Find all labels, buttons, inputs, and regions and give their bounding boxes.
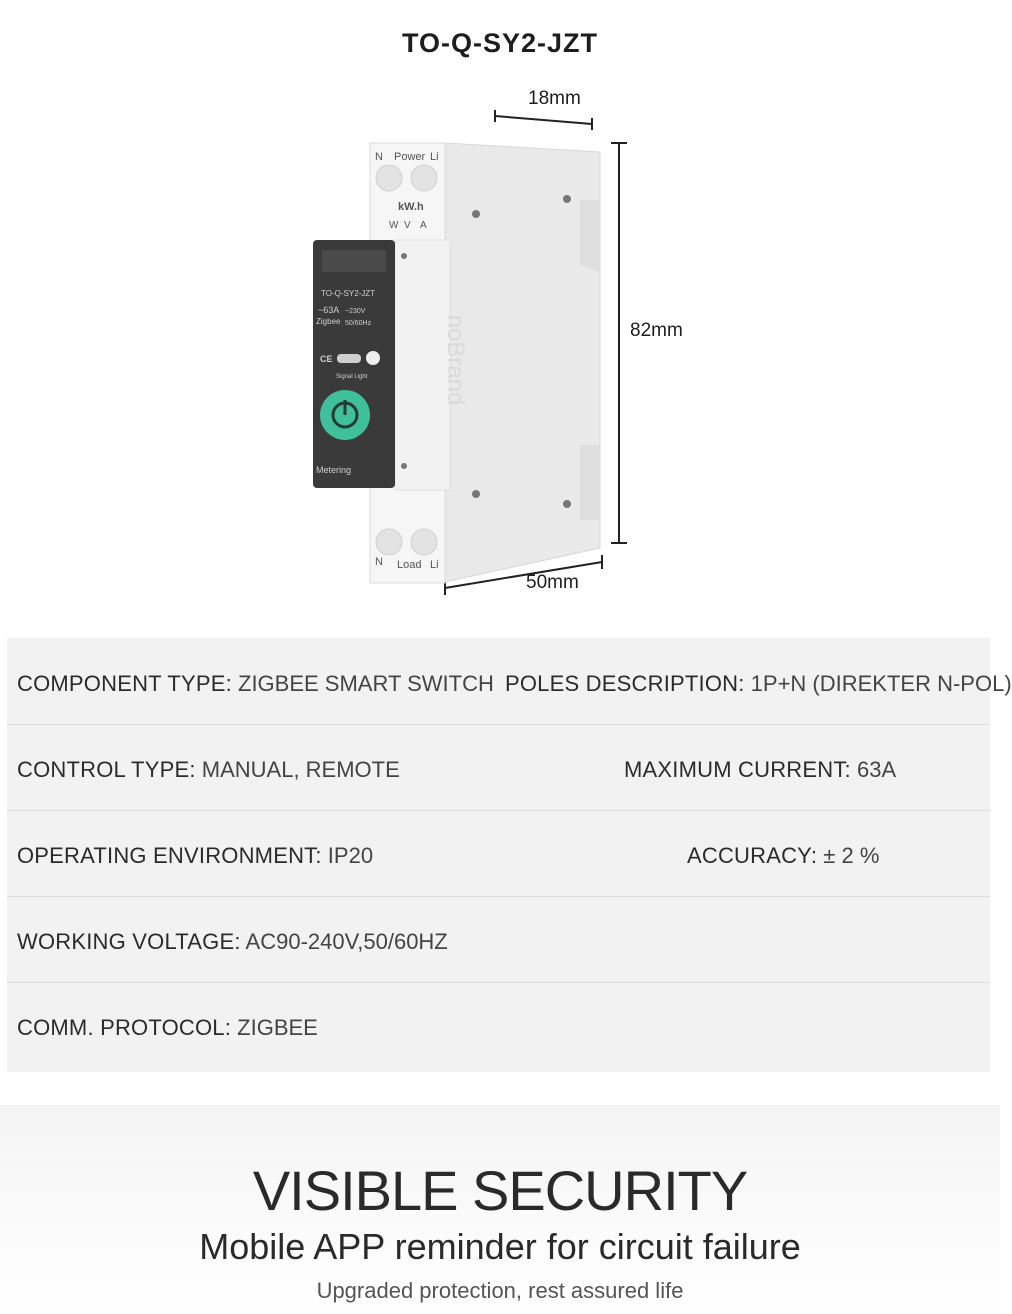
- security-banner: [0, 1105, 1000, 1314]
- unit-a: A: [420, 220, 427, 231]
- spec-control-type: CONTROL TYPE: MANUAL, REMOTE: [17, 757, 400, 782]
- dimension-lines: [444, 110, 627, 595]
- spec-operating-environment: OPERATING ENVIRONMENT: IP20: [17, 843, 374, 868]
- bottom-l-label: Li: [430, 559, 439, 571]
- banner-headline: VISIBLE SECURITY: [252, 1159, 748, 1222]
- spec-poles-description: POLES DESCRIPTION: 1P+N (DIREKTER N-POL): [505, 671, 1012, 696]
- width-dimension-label: 18mm: [528, 88, 581, 109]
- unit-v: V: [404, 220, 411, 231]
- spec-component-type: COMPONENT TYPE: ZIGBEE SMART SWITCH: [17, 671, 494, 696]
- panel-frequency-label: 50/60Hz: [345, 320, 372, 327]
- panel-voltage-label: ~230V: [345, 308, 366, 315]
- spec-row: WORKING VOLTAGE: AC90-240V,50/60HZ: [7, 896, 990, 983]
- bottom-n-label: N: [375, 556, 383, 568]
- smart-switch-illustration: noBrand N Power Li kW.h W V A N Load Li …: [313, 142, 601, 584]
- panel-current-label: ~63A: [318, 305, 339, 315]
- meter-label: kW.h: [398, 201, 424, 213]
- spec-row: OPERATING ENVIRONMENT: IP20 ACCURACY: ± …: [7, 810, 990, 897]
- banner-tagline: Upgraded protection, rest assured life: [316, 1278, 684, 1303]
- spec-accuracy: ACCURACY: ± 2 %: [687, 843, 880, 868]
- top-l-label: Li: [430, 151, 439, 163]
- spec-comm-protocol: COMM. PROTOCOL: ZIGBEE: [17, 1015, 318, 1040]
- top-n-label: N: [375, 151, 383, 163]
- product-model-title: TO-Q-SY2-JZT: [401, 28, 599, 58]
- svg-text:noBrand: noBrand: [442, 315, 469, 406]
- banner-subhead: Mobile APP reminder for circuit failure: [199, 1226, 801, 1267]
- top-power-label: Power: [394, 151, 426, 163]
- panel-protocol-label: Zigbee: [316, 317, 341, 326]
- metering-label: Metering: [316, 465, 351, 475]
- spec-row: COMM. PROTOCOL: ZIGBEE: [7, 982, 990, 1068]
- spec-row: CONTROL TYPE: MANUAL, REMOTE MAXIMUM CUR…: [7, 724, 990, 811]
- height-dimension-label: 82mm: [630, 320, 683, 341]
- bottom-load-label: Load: [397, 559, 421, 571]
- depth-dimension-label: 50mm: [526, 572, 579, 593]
- signal-light-label: Signal Light: [336, 374, 368, 380]
- spec-maximum-current: MAXIMUM CURRENT: 63A: [624, 757, 897, 782]
- svg-text:CE: CE: [320, 354, 333, 364]
- panel-model-label: TO-Q-SY2-JZT: [321, 289, 375, 298]
- spec-working-voltage: WORKING VOLTAGE: AC90-240V,50/60HZ: [17, 929, 448, 954]
- spec-row: COMPONENT TYPE: ZIGBEE SMART SWITCH POLE…: [7, 638, 1012, 725]
- unit-w: W: [389, 220, 399, 231]
- spec-table: COMPONENT TYPE: ZIGBEE SMART SWITCH POLE…: [7, 638, 1012, 1072]
